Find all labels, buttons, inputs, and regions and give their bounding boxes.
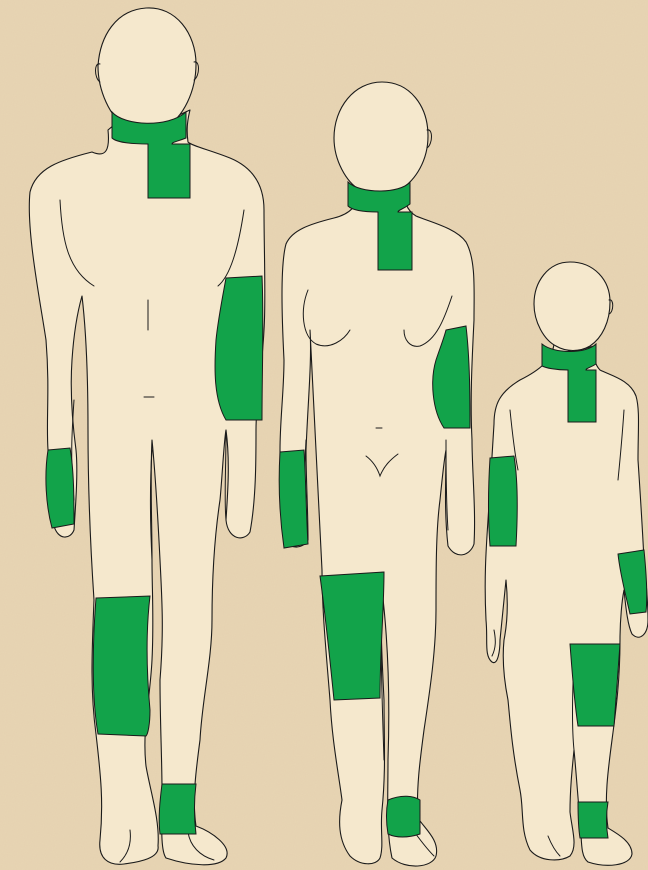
man-knee-band xyxy=(93,596,150,736)
child-head xyxy=(534,262,610,351)
woman-wrist-band xyxy=(279,450,308,548)
man-ankle-band xyxy=(159,784,196,834)
child-ankle-band xyxy=(578,802,608,838)
man-upper-arm-band xyxy=(215,276,263,420)
child-upper-arm-band xyxy=(489,456,518,546)
child-knee-band xyxy=(570,644,620,726)
man-wrist-band xyxy=(46,448,74,528)
woman-ankle-band xyxy=(387,796,421,837)
